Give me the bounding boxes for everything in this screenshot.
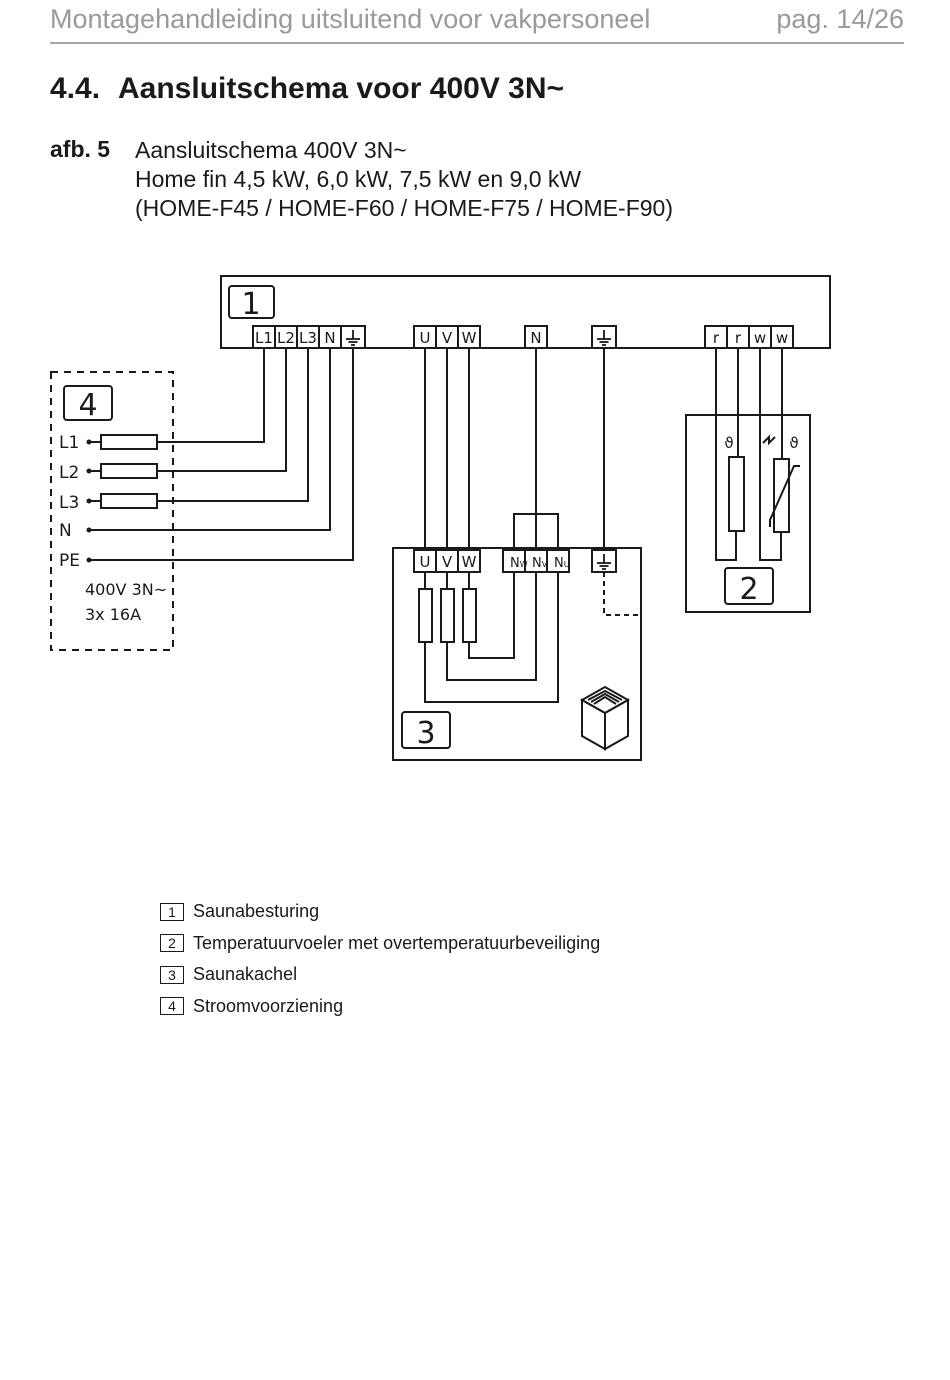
terminal-main: N — [510, 556, 520, 571]
terminal-label: W — [462, 553, 477, 571]
earth-icon — [597, 330, 611, 346]
legend-item: 1 Saunabesturing — [160, 896, 600, 928]
heater-supply-wires — [424, 348, 605, 551]
legend-number: 1 — [160, 902, 184, 921]
earth-icon — [346, 330, 360, 346]
legend-item: 4 Stroomvoorziening — [160, 991, 600, 1023]
terminal-label: W — [462, 329, 477, 347]
terminal-label: L1 — [255, 329, 273, 347]
temperature-sensor-element — [715, 348, 745, 561]
supply-line-nodes — [86, 439, 92, 563]
sensor-box — [685, 414, 811, 613]
legend-text: Saunabesturing — [193, 901, 320, 922]
legend-number: 3 — [160, 965, 184, 984]
supply-line-label: L2 — [59, 463, 79, 483]
terminal-label: L3 — [299, 329, 317, 347]
terminal-label: r — [713, 329, 720, 347]
controller-number: 1 — [241, 287, 260, 322]
legend-item: 2 Temperatuurvoeler met overtemperatuurb… — [160, 928, 600, 960]
terminal-label: NU — [554, 556, 570, 571]
terminal-sub: U — [564, 560, 570, 569]
theta-symbol: ϑ — [789, 434, 798, 452]
supply-fuses — [100, 434, 158, 509]
legend-number: 2 — [160, 934, 184, 953]
supply-line-label: L1 — [59, 433, 79, 453]
supply-number-box — [63, 385, 113, 421]
page-number: pag. 14/26 — [776, 4, 904, 34]
theta-symbol: ϑ — [724, 434, 733, 452]
terminal-label: NV — [532, 556, 548, 571]
supply-rating: 400V 3N~ — [85, 580, 167, 599]
supply-box — [50, 371, 174, 651]
terminal-label: U — [420, 329, 431, 347]
section-number: 4.4. — [50, 72, 101, 105]
terminal-label: NW — [510, 556, 528, 571]
section-title: Aansluitschema voor 400V 3N~ — [118, 72, 565, 105]
sensor-number: 2 — [739, 572, 758, 607]
header-rule — [50, 42, 904, 44]
figure-label: afb. 5 — [50, 136, 111, 162]
figure-caption: Aansluitschema 400V 3N~ Home fin 4,5 kW,… — [135, 136, 673, 223]
figure-caption-line: (HOME-F45 / HOME-F60 / HOME-F75 / HOME-F… — [135, 195, 673, 221]
sensor-number-box — [724, 567, 774, 605]
terminal-label: N — [530, 329, 541, 347]
heater-internal-wires — [424, 572, 641, 703]
legend: 1 Saunabesturing 2 Temperatuurvoeler met… — [160, 896, 600, 1022]
legend-item: 3 Saunakachel — [160, 959, 600, 991]
supply-number: 4 — [78, 388, 97, 423]
controller-number-box — [228, 285, 275, 319]
terminal-label: V — [442, 329, 453, 347]
terminal-main: N — [532, 556, 542, 571]
supply-line-label: PE — [59, 551, 80, 571]
terminal-label: L2 — [277, 329, 295, 347]
supply-line-label: L3 — [59, 493, 79, 513]
earth-icon — [597, 554, 611, 570]
heater-number-box — [401, 711, 451, 749]
figure-caption-line: Aansluitschema 400V 3N~ — [135, 137, 407, 163]
heater-box — [392, 547, 642, 761]
supply-line-label: N — [59, 521, 72, 541]
terminal-label: V — [442, 553, 453, 571]
heater-number: 3 — [416, 716, 435, 751]
terminal-label: w — [776, 329, 788, 347]
header-title: Montagehandleiding uitsluitend voor vakp… — [50, 4, 651, 34]
figure-caption-line: Home fin 4,5 kW, 6,0 kW, 7,5 kW en 9,0 k… — [135, 166, 582, 192]
legend-number: 4 — [160, 997, 184, 1016]
supply-wires — [89, 348, 354, 561]
terminal-label: w — [754, 329, 766, 347]
stove-icon — [579, 685, 631, 751]
legend-text: Temperatuurvoeler met overtemperatuurbev… — [193, 932, 601, 953]
terminal-label: U — [420, 553, 431, 571]
supply-rating: 3x 16A — [85, 605, 141, 624]
overtemperature-limiter-element — [759, 348, 800, 561]
heating-elements — [418, 588, 477, 643]
terminal-main: N — [554, 556, 564, 571]
legend-text: Stroomvoorziening — [193, 995, 344, 1016]
terminal-label: r — [735, 329, 742, 347]
terminal-label: N — [324, 329, 335, 347]
section-heading: 4.4. Aansluitschema voor 400V 3N~ — [50, 72, 564, 106]
terminal-sub: V — [542, 560, 548, 569]
terminal-sub: W — [520, 560, 528, 569]
legend-text: Saunakachel — [193, 964, 298, 985]
